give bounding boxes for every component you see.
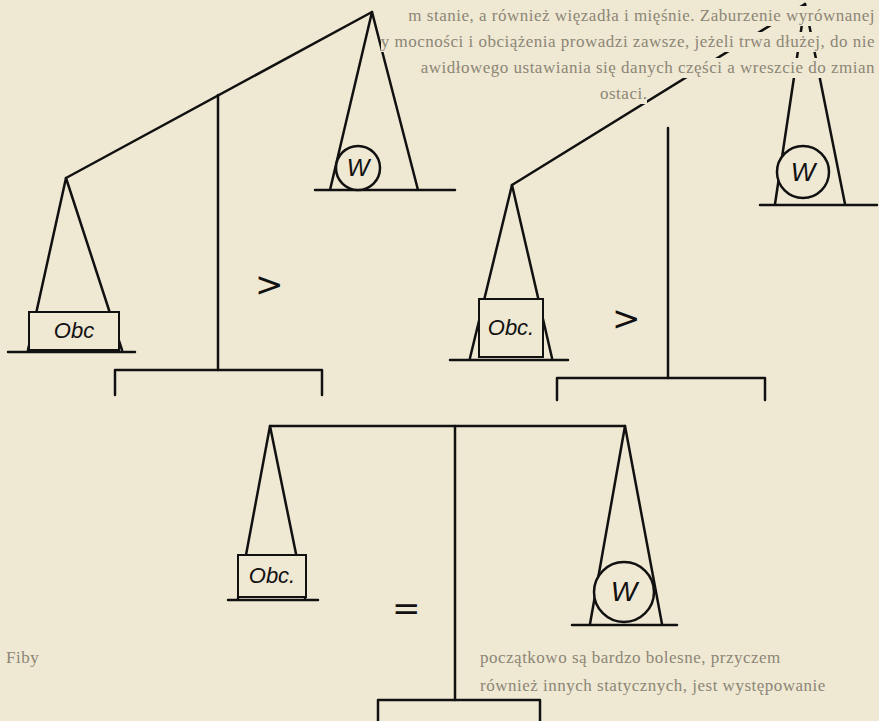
weight-circle: W bbox=[592, 560, 656, 624]
scale-base bbox=[115, 370, 322, 395]
scale-beam bbox=[66, 12, 372, 178]
background-text: awidłowego ustawiania się danych części … bbox=[421, 58, 875, 78]
right-pan bbox=[572, 426, 677, 625]
left-pan bbox=[450, 185, 568, 360]
scale-post bbox=[667, 128, 670, 378]
load-box: Obc. bbox=[478, 298, 544, 358]
left-pan bbox=[228, 426, 318, 600]
scale-base bbox=[557, 378, 765, 400]
load-label: Obc. bbox=[488, 315, 534, 341]
load-box: Obc bbox=[28, 311, 120, 351]
weight-label: W bbox=[611, 576, 637, 608]
background-text: y mocności i obciążenia prowadzi zawsze,… bbox=[381, 32, 875, 52]
weight-label: W bbox=[791, 157, 816, 188]
load-label: Obc. bbox=[249, 563, 295, 589]
scale-beam bbox=[270, 425, 625, 428]
background-text: początkowo są bardzo bolesne, przyczem bbox=[480, 648, 781, 668]
scale-base bbox=[378, 700, 540, 721]
background-text: m stanie, a również więzadła i mięśnie. … bbox=[408, 6, 875, 26]
comparison-sign: > bbox=[612, 298, 641, 338]
weight-label: W bbox=[347, 154, 370, 182]
background-text: Fiby bbox=[6, 648, 39, 668]
scale-post bbox=[217, 95, 220, 370]
comparison-sign: > bbox=[255, 264, 284, 304]
load-label: Obc bbox=[54, 318, 94, 344]
load-box: Obc. bbox=[237, 554, 307, 598]
scale-post bbox=[454, 426, 457, 700]
left-pan bbox=[8, 178, 135, 352]
weight-circle: W bbox=[334, 144, 382, 192]
background-text: również innych statycznych, jest występo… bbox=[480, 676, 826, 696]
weight-circle: W bbox=[775, 144, 831, 200]
comparison-sign: = bbox=[392, 588, 421, 628]
background-text: ostaci. bbox=[600, 84, 647, 104]
